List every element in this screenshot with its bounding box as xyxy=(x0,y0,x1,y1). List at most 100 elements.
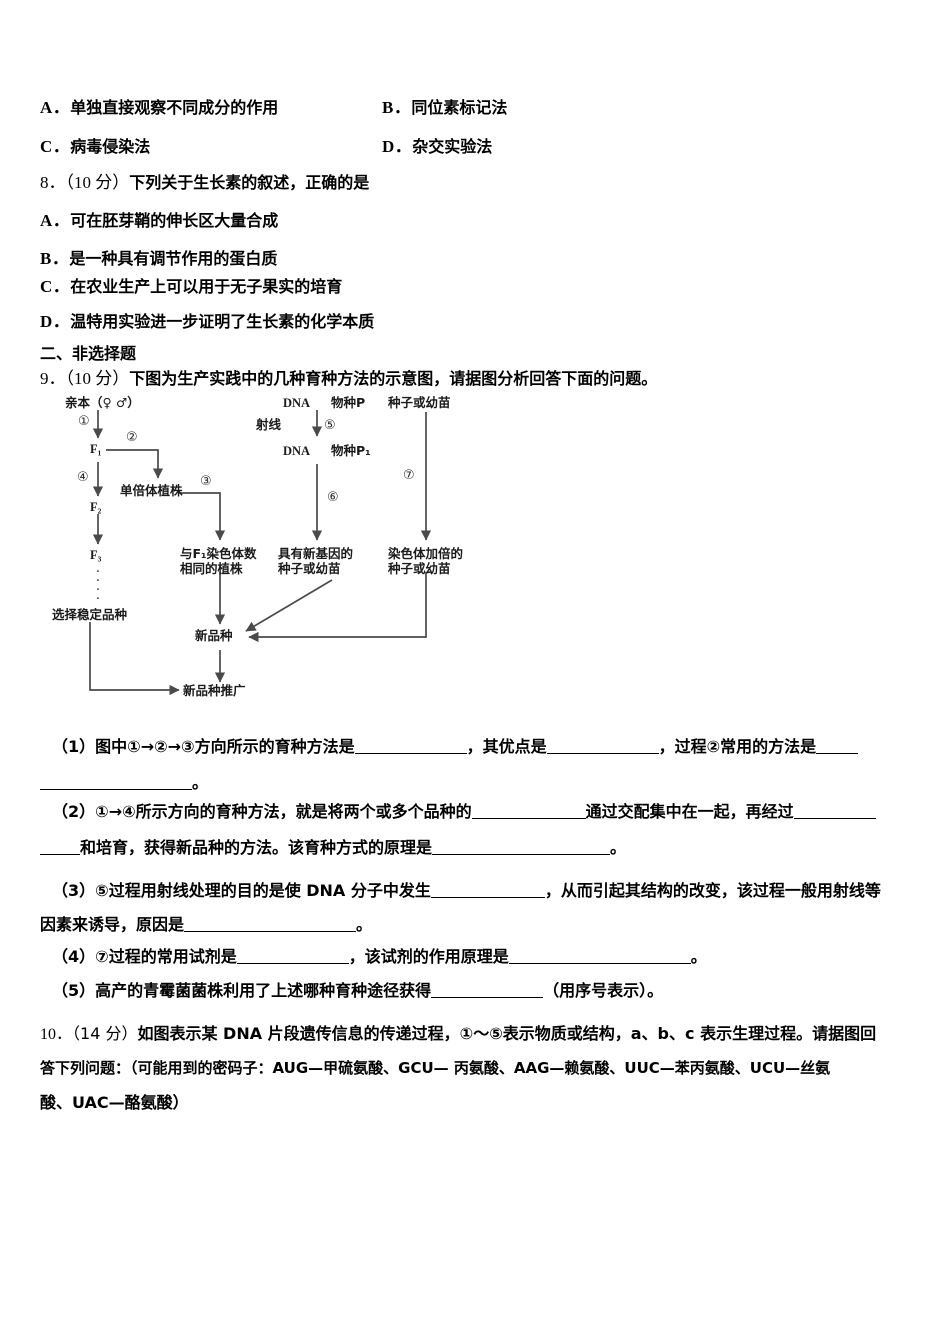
option-row-b-first: B．同位素标记法 xyxy=(382,97,507,119)
sub-question-2-label: （2） xyxy=(52,802,96,821)
question-8-stem-text: 下列关于生长素的叙述，正确的是 xyxy=(129,173,370,192)
answer-blank[interactable] xyxy=(430,897,545,898)
node-f2: F₂ xyxy=(90,500,102,514)
question-8-option-b: B．是一种具有调节作用的蛋白质 xyxy=(40,248,277,270)
sub-question-4-text-1: ⑦过程的常用试剂是 xyxy=(95,947,237,966)
process-label-7: ⑦ xyxy=(403,468,415,483)
option-letter: C． xyxy=(40,277,71,296)
answer-blank[interactable] xyxy=(354,753,467,754)
question-8-option-c: C．在农业生产上可以用于无子果实的培育 xyxy=(40,276,342,298)
process-label-2: ② xyxy=(126,430,138,445)
sub-question-2-line-1: （2）①→④所示方向的育种方法，就是将两个或多个品种的 通过交配集中在一起，再经过 xyxy=(52,800,876,823)
sub-question-4-line: （4）⑦过程的常用试剂是 ，该试剂的作用原理是 。 xyxy=(52,945,707,968)
node-dna-top: DNA xyxy=(283,396,311,410)
option-text: 温特用实验进一步证明了生长素的化学本质 xyxy=(70,312,375,331)
node-stable-variety: 选择稳定品种 xyxy=(52,607,128,622)
option-letter-c: C． xyxy=(40,137,71,156)
sub-question-5-label: （5） xyxy=(52,981,96,1000)
option-text: 在农业生产上可以用于无子果实的培育 xyxy=(70,277,343,296)
sub-question-2-text-3: 和培育，获得新品种的方法。该育种方式的原理是 xyxy=(80,838,433,857)
answer-blank[interactable] xyxy=(508,963,691,964)
option-text-d: 杂交实验法 xyxy=(412,137,493,156)
section-2-heading-text: 二、非选择题 xyxy=(40,344,137,363)
answer-blank[interactable] xyxy=(816,753,859,754)
sub-question-1-text-2: ，其优点是 xyxy=(466,737,547,756)
question-10-text-3: 酸、UAC—酪氨酸） xyxy=(40,1093,189,1112)
answer-blank[interactable] xyxy=(184,931,357,932)
sub-question-2-text-2: 通过交配集中在一起，再经过 xyxy=(585,802,794,821)
question-10-line-3: 酸、UAC—酪氨酸） xyxy=(40,1091,189,1114)
sub-question-2-line-2: 和培育，获得新品种的方法。该育种方式的原理是 。 xyxy=(40,836,626,859)
option-letter: A． xyxy=(40,211,71,230)
node-species-p: 物种P xyxy=(331,395,366,410)
sub-question-2-text-1: ①→④所示方向的育种方法，就是将两个或多个品种的 xyxy=(95,802,472,821)
node-f1: F₁ xyxy=(90,442,102,456)
answer-blank[interactable] xyxy=(40,854,80,855)
sub-question-1-text-3: ，过程②常用的方法是 xyxy=(658,737,817,756)
sub-question-3-text-2: ，从而引起其结构的改变，该过程一般用射线等 xyxy=(544,881,881,900)
sub-question-3-text-1: ⑤过程用射线处理的目的是使 DNA 分子中发生 xyxy=(95,881,431,900)
question-10-score: （14 分） xyxy=(72,1024,138,1043)
sub-question-4-period: 。 xyxy=(690,947,707,966)
node-parent: 亲本（♀ ♂） xyxy=(65,395,140,410)
sub-question-3-line-2: 因素来诱导，原因是。 xyxy=(40,913,372,936)
node-haploid-plant: 单倍体植株 xyxy=(120,483,183,498)
diagram-connectors xyxy=(89,410,432,696)
sub-question-4-label: （4） xyxy=(52,947,96,966)
sub-question-4-text-2: ，该试剂的作用原理是 xyxy=(348,947,509,966)
question-9-stem-text: 下图为生产实践中的几种育种方法的示意图，请据图分析回答下面的问题。 xyxy=(129,369,658,388)
question-10-line-2: 答下列问题：（可能用到的密码子：AUG—甲硫氨酸、GCU— 丙氨酸、AAG—赖氨… xyxy=(40,1057,830,1080)
node-f3: F₃ xyxy=(90,548,102,562)
sub-question-3-period: 。 xyxy=(356,915,373,934)
node-doubled-chromosome-seed: 染色体加倍的 种子或幼苗 xyxy=(388,546,464,576)
node-same-chromosome-plant: 与F₁染色体数 相同的植株 xyxy=(180,546,257,576)
sub-question-5-text-1: 高产的青霉菌菌株利用了上述哪种育种途径获得 xyxy=(95,981,432,1000)
question-9-stem: 9．（10 分）下图为生产实践中的几种育种方法的示意图，请据图分析回答下面的问题… xyxy=(40,368,657,390)
sub-question-5-line: （5）高产的青霉菌菌株利用了上述哪种育种途径获得 （用序号表示）。 xyxy=(52,979,663,1002)
option-row-d-first: D．杂交实验法 xyxy=(382,136,492,158)
option-letter-d: D． xyxy=(382,137,413,156)
answer-blank[interactable] xyxy=(432,854,611,855)
process-label-6: ⑥ xyxy=(327,490,339,505)
option-text-a: 单独直接观察不同成分的作用 xyxy=(70,98,279,117)
option-letter: D． xyxy=(40,312,71,331)
option-text: 是一种具有调节作用的蛋白质 xyxy=(69,249,278,268)
option-row-ac-first: A．单独直接观察不同成分的作用 xyxy=(40,97,278,119)
process-label-1: ① xyxy=(78,414,90,429)
sub-question-2-period: 。 xyxy=(610,838,627,857)
option-letter-b: B． xyxy=(382,98,412,117)
sub-question-1-line-2: 。 xyxy=(40,771,208,794)
option-letter: B． xyxy=(40,249,70,268)
question-8-number: 8． xyxy=(40,173,66,192)
section-2-heading: 二、非选择题 xyxy=(40,343,136,366)
sub-question-1-line-1: （1）图中①→②→③方向所示的育种方法是 ，其优点是 ，过程②常用的方法是 xyxy=(52,735,859,758)
answer-blank[interactable] xyxy=(546,753,659,754)
option-letter-a: A． xyxy=(40,98,71,117)
question-10-text-1: 如图表示某 DNA 片段遗传信息的传递过程，①～⑤表示物质或结构，a、b、c 表… xyxy=(137,1024,877,1043)
option-text: 可在胚芽鞘的伸长区大量合成 xyxy=(70,211,279,230)
node-seed-or-seedling: 种子或幼苗 xyxy=(388,395,451,410)
process-label-4: ④ xyxy=(77,470,89,485)
node-promote-variety: 新品种推广 xyxy=(183,683,246,698)
process-label-3: ③ xyxy=(200,474,212,489)
node-dna-bottom: DNA xyxy=(283,444,311,458)
node-new-variety: 新品种 xyxy=(195,628,233,643)
sub-question-1-text-1: 图中①→②→③方向所示的育种方法是 xyxy=(95,737,355,756)
process-label-5: ⑤ xyxy=(324,418,336,433)
vertical-ellipsis: ···· xyxy=(95,565,101,607)
node-new-gene-seed: 具有新基因的 种子或幼苗 xyxy=(278,546,354,576)
answer-blank[interactable] xyxy=(471,818,586,819)
question-8-option-d: D．温特用实验进一步证明了生长素的化学本质 xyxy=(40,311,374,333)
answer-blank[interactable] xyxy=(793,818,876,819)
option-row-c-first: C．病毒侵染法 xyxy=(40,136,150,158)
answer-blank[interactable] xyxy=(431,997,544,998)
sub-question-5-text-2: （用序号表示）。 xyxy=(543,981,664,1000)
sub-question-1-label: （1） xyxy=(52,737,96,756)
answer-blank[interactable] xyxy=(236,963,349,964)
sub-question-1-period: 。 xyxy=(192,773,209,792)
question-10-number: 10． xyxy=(40,1026,73,1043)
answer-blank[interactable] xyxy=(40,789,192,790)
node-species-p1: 物种P₁ xyxy=(331,443,371,458)
question-8-option-a: A．可在胚芽鞘的伸长区大量合成 xyxy=(40,210,278,232)
